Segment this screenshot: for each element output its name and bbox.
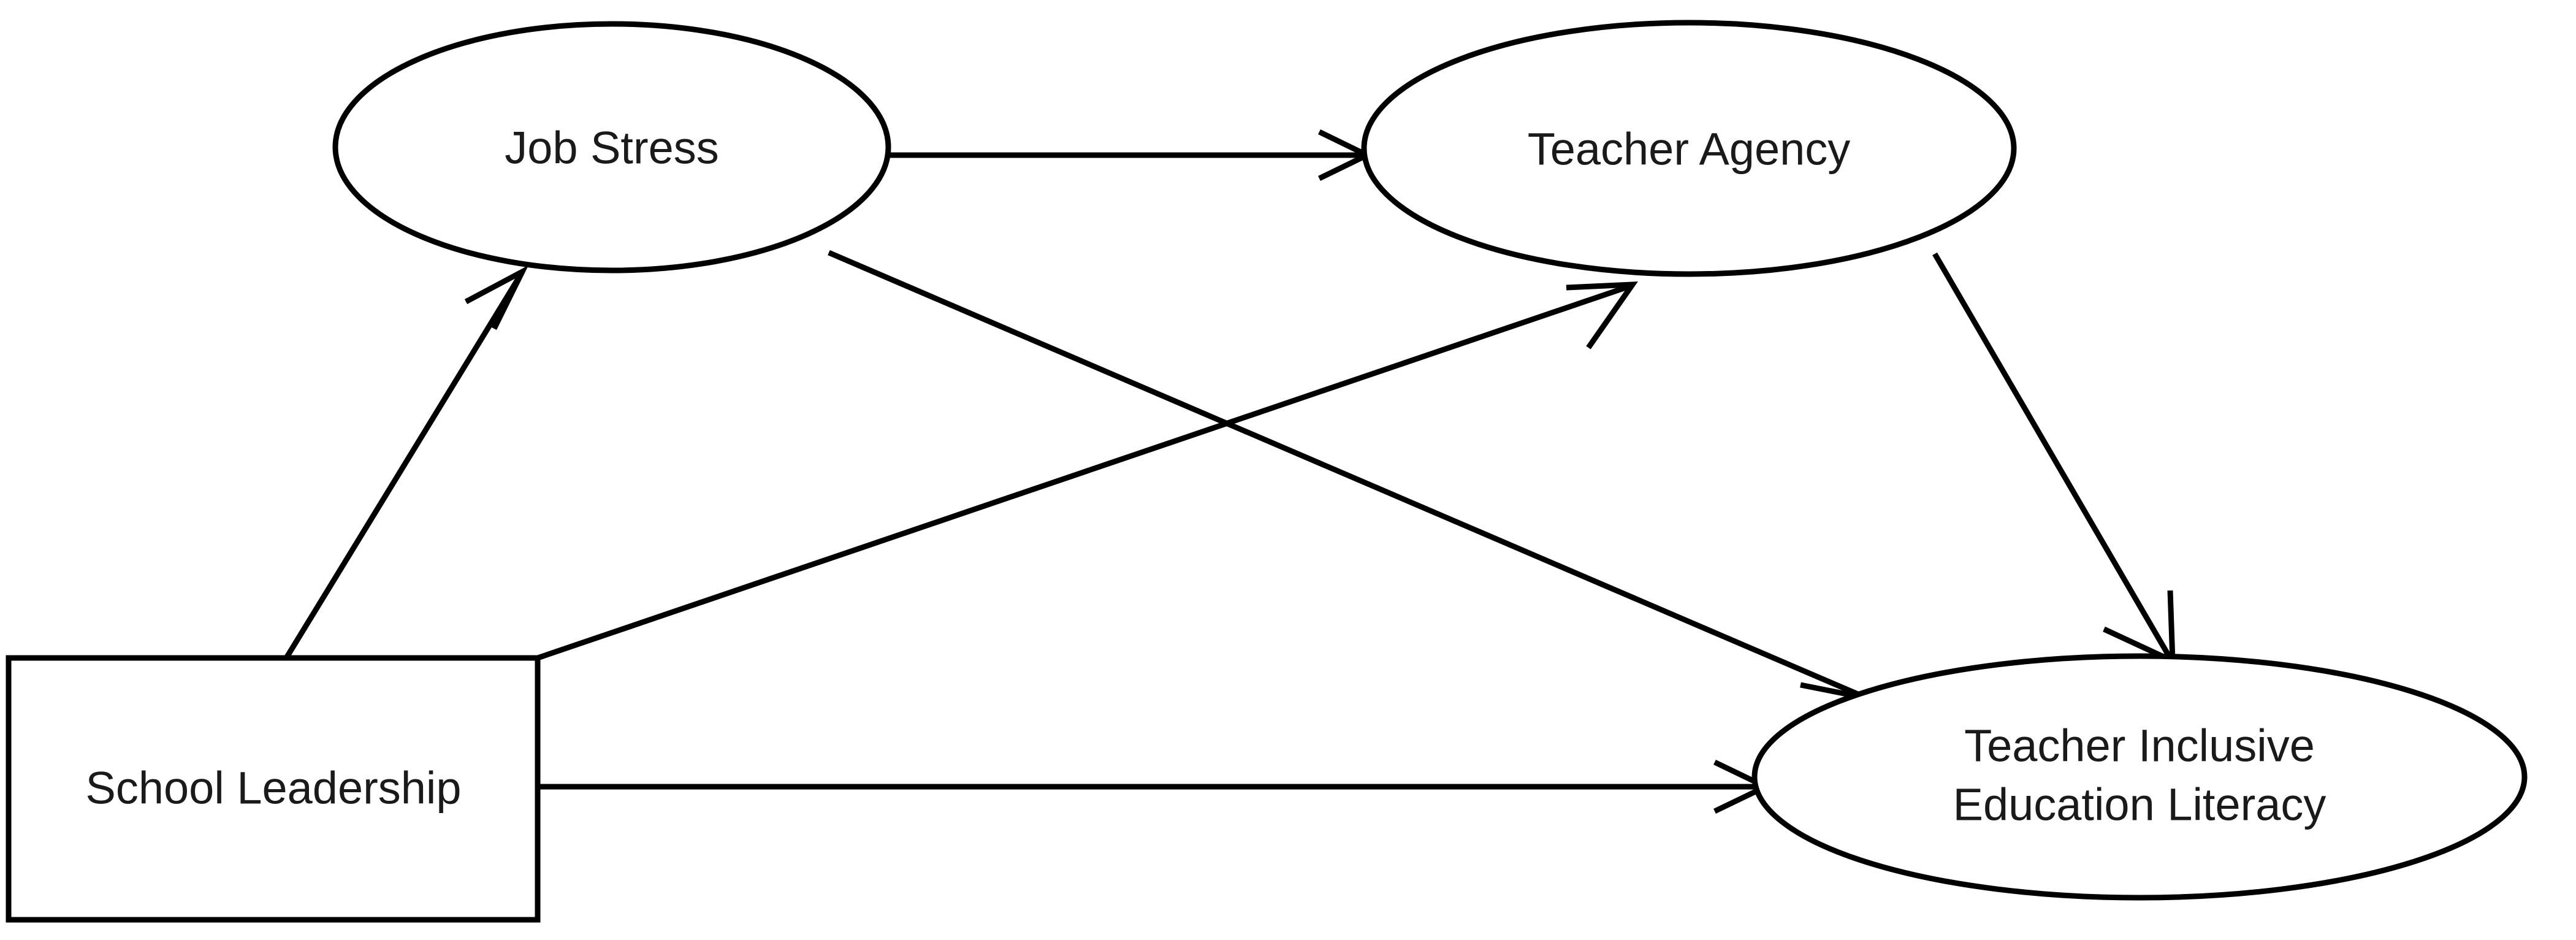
- node-school-leadership-label: School Leadership: [86, 763, 462, 814]
- node-teacher-agency-label: Teacher Agency: [1528, 124, 1851, 175]
- node-teacher-inclusive-education-literacy-label-line2: Education Literacy: [1953, 779, 2326, 830]
- node-teacher-agency-ellipse: [1361, 20, 2017, 277]
- node-school-leadership[interactable]: School Leadership: [6, 655, 541, 923]
- edge-school-leadership-to-job-stress[interactable]: [284, 265, 529, 660]
- edge-job-stress-to-teacher-inclusive-education-literacy[interactable]: [828, 250, 1875, 747]
- node-teacher-inclusive-education-literacy-label-line1: Teacher Inclusive: [1964, 720, 2315, 771]
- edge-teacher-agency-to-teacher-inclusive-education-literacy[interactable]: [1932, 252, 2176, 666]
- edge-layer: [284, 129, 2176, 814]
- node-job-stress-ellipse: [332, 21, 891, 273]
- edge-line: [1932, 252, 2171, 658]
- edge-school-leadership-to-teacher-inclusive-education-literacy[interactable]: [538, 759, 1772, 814]
- edge-line: [828, 250, 1865, 700]
- edge-line: [284, 277, 520, 660]
- node-job-stress-label: Job Stress: [505, 123, 719, 174]
- edge-job-stress-to-teacher-agency[interactable]: [888, 129, 1374, 182]
- arrowhead-icon: [464, 265, 529, 330]
- edge-school-leadership-to-teacher-agency[interactable]: [536, 281, 1638, 661]
- node-job-stress[interactable]: Job Stress: [332, 21, 891, 273]
- node-teacher-agency[interactable]: Teacher Agency: [1361, 20, 2017, 277]
- edge-line: [536, 284, 1629, 661]
- node-teacher-inclusive-education-literacy[interactable]: Teacher Inclusive Education Literacy: [1751, 653, 2528, 901]
- node-school-leadership-rect: [6, 655, 541, 923]
- node-teacher-inclusive-education-literacy-ellipse: [1751, 653, 2528, 901]
- arrowhead-icon: [1566, 281, 1638, 350]
- node-layer: Job Stress Teacher Agency School Leaders…: [6, 20, 2528, 923]
